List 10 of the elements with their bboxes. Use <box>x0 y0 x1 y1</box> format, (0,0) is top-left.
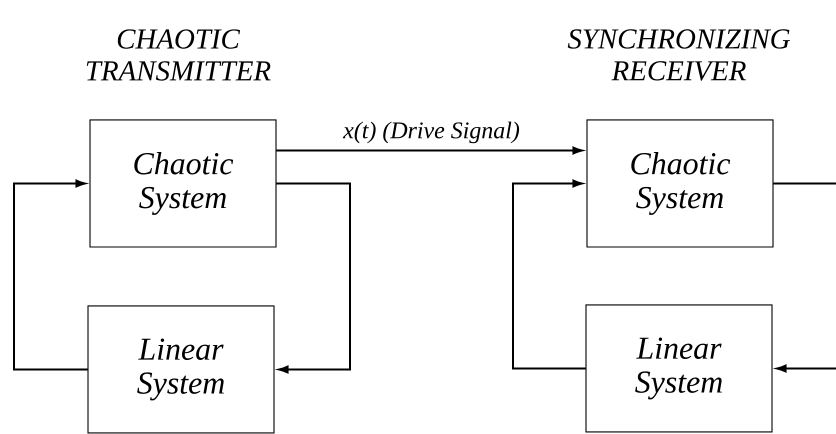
system-box: Chaotic System <box>586 119 774 248</box>
system-box: Chaotic System <box>89 119 277 248</box>
system-box: Linear System <box>87 305 275 434</box>
system-box: Linear System <box>585 304 773 433</box>
section-heading: CHAOTIC TRANSMITTER <box>86 29 271 81</box>
arrow <box>13 180 88 370</box>
arrow <box>512 180 586 370</box>
section-heading: SYNCHRONIZING RECEIVER <box>568 29 790 81</box>
edge-label: x(t) (Drive Signal) <box>342 122 520 144</box>
arrow <box>276 182 351 374</box>
